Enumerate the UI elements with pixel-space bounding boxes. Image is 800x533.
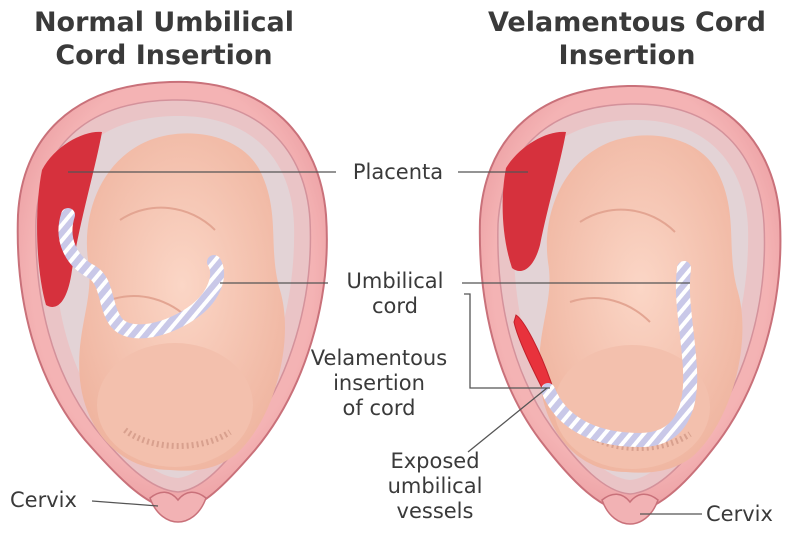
cervix bbox=[149, 491, 207, 523]
leader-velamentous bbox=[464, 293, 550, 389]
label-cervix-left: Cervix bbox=[10, 488, 77, 512]
cervix bbox=[601, 493, 659, 525]
leader-lines bbox=[68, 171, 702, 515]
title-normal: Normal Umbilical Cord Insertion bbox=[33, 7, 295, 71]
umbilical-cord bbox=[58, 208, 225, 339]
label-umbilical-cord: Umbilical cord bbox=[346, 269, 444, 318]
uterus-normal bbox=[16, 80, 328, 523]
placenta bbox=[502, 131, 566, 272]
label-placenta: Placenta bbox=[352, 160, 444, 184]
umbilical-cord bbox=[541, 261, 698, 448]
uterus-velamentous bbox=[478, 84, 782, 525]
label-cervix-right: Cervix bbox=[706, 502, 773, 526]
leader-exposed-vessels bbox=[467, 387, 548, 453]
title-velamentous: Velamentous Cord Insertion bbox=[487, 7, 767, 71]
fetus bbox=[79, 133, 285, 471]
label-exposed-vessels: Exposed umbilical vessels bbox=[387, 449, 483, 523]
leader-cervix-left bbox=[91, 500, 159, 507]
label-velamentous-insertion: Velamentous insertion of cord bbox=[310, 346, 448, 420]
